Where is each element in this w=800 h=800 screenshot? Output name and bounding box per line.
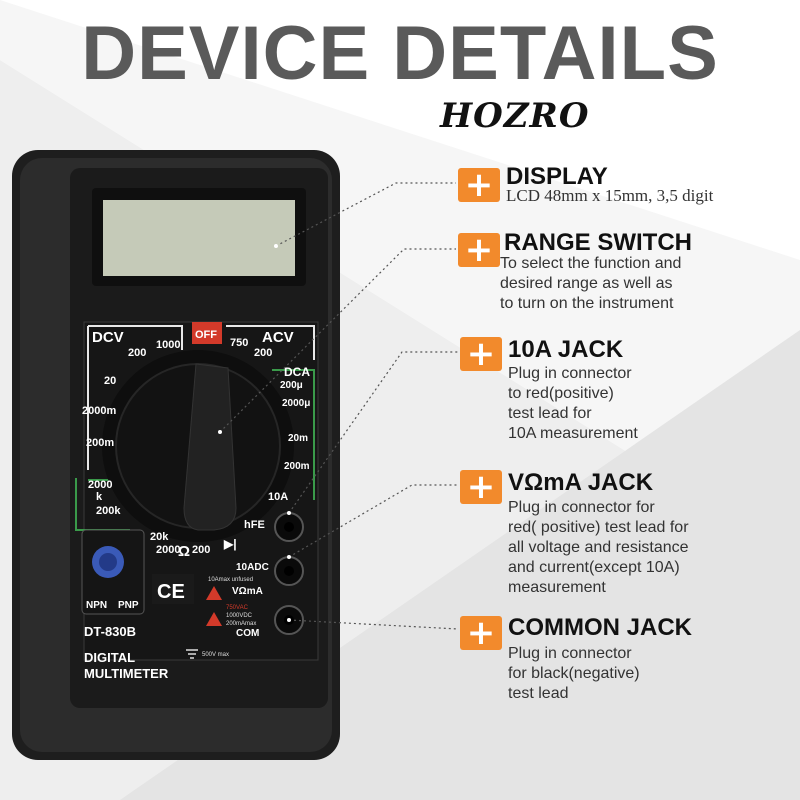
label-200m: 200m (86, 437, 114, 449)
label-200k: 200k (96, 505, 121, 517)
label-750: 750 (230, 337, 248, 349)
label-200ma: 200m (284, 461, 310, 472)
label-pnp: PNP (118, 600, 139, 611)
plus-icon: + (458, 168, 500, 202)
model-number: DT-830B (84, 624, 136, 639)
label-2000k-a: 2000 (88, 479, 112, 491)
label-warn2: 1000VDC (226, 613, 253, 619)
label-warn3: 200mAmax (226, 621, 256, 627)
label-omega: Ω (178, 543, 190, 560)
callout-desc: LCD 48mm x 15mm, 3,5 digit (506, 186, 714, 205)
label-2000m: 2000m (82, 405, 116, 417)
leader-display (275, 182, 456, 247)
label-20k: 20k (150, 531, 169, 543)
plus-icon: + (458, 233, 500, 267)
plus-icon: + (460, 337, 502, 371)
callout-title: VΩmA JACK (508, 469, 654, 496)
label-2000u: 2000μ (282, 398, 310, 409)
plus-icon: + (460, 616, 502, 650)
brand-logo: HOZRO (440, 96, 590, 136)
label-com: COM (236, 628, 259, 639)
ce-mark: CE (157, 581, 185, 603)
label-20m: 20m (288, 433, 308, 444)
label-vohm: VΩmA (232, 586, 263, 597)
leader-com (288, 619, 459, 630)
range-dial-pointer (183, 363, 237, 531)
label-10a: 10A (268, 491, 288, 503)
label-200u: 200μ (280, 380, 303, 391)
callout-desc: Plug in connector for black(negative) te… (508, 645, 640, 702)
label-10adc: 10ADC (236, 562, 269, 573)
label-1000: 1000 (156, 339, 180, 351)
callout-desc: To select the function and desired range… (500, 255, 682, 312)
label-200b: 200 (254, 347, 272, 359)
label-hfe: hFE (244, 519, 265, 531)
callout-title: COMMON JACK (508, 614, 692, 641)
label-off: OFF (195, 329, 217, 341)
label-npn: NPN (86, 600, 107, 611)
leader-range (219, 248, 456, 433)
label-2000k-b: k (96, 491, 103, 503)
callout-desc: Plug in connector for red( positive) tes… (508, 499, 689, 596)
page-title: DEVICE DETAILS (81, 11, 719, 96)
label-20: 20 (104, 375, 116, 387)
label-diode: ▶| (223, 537, 237, 551)
label-fused: 10Amax unfused (208, 577, 253, 583)
callout-title: RANGE SWITCH (504, 229, 692, 256)
plus-icon: + (460, 470, 502, 504)
device-name-line1: DIGITAL (84, 650, 135, 665)
device-name-line2: MULTIMETER (84, 666, 169, 681)
label-200o: 200 (192, 544, 210, 556)
label-max500: 500V max (202, 652, 229, 658)
callout-title: DISPLAY (506, 163, 608, 190)
callout-desc: Plug in connector to red(positive) test … (508, 365, 638, 442)
label-warn1: 750VAC (226, 605, 249, 611)
label-2000: 2000 (156, 544, 180, 556)
callout-title: 10A JACK (508, 336, 624, 363)
leader-10a (288, 351, 458, 514)
label-dca: DCA (284, 365, 310, 379)
label-acv: ACV (262, 329, 294, 346)
lcd-display (103, 200, 295, 276)
label-dcv: DCV (92, 329, 124, 346)
label-200a: 200 (128, 347, 146, 359)
